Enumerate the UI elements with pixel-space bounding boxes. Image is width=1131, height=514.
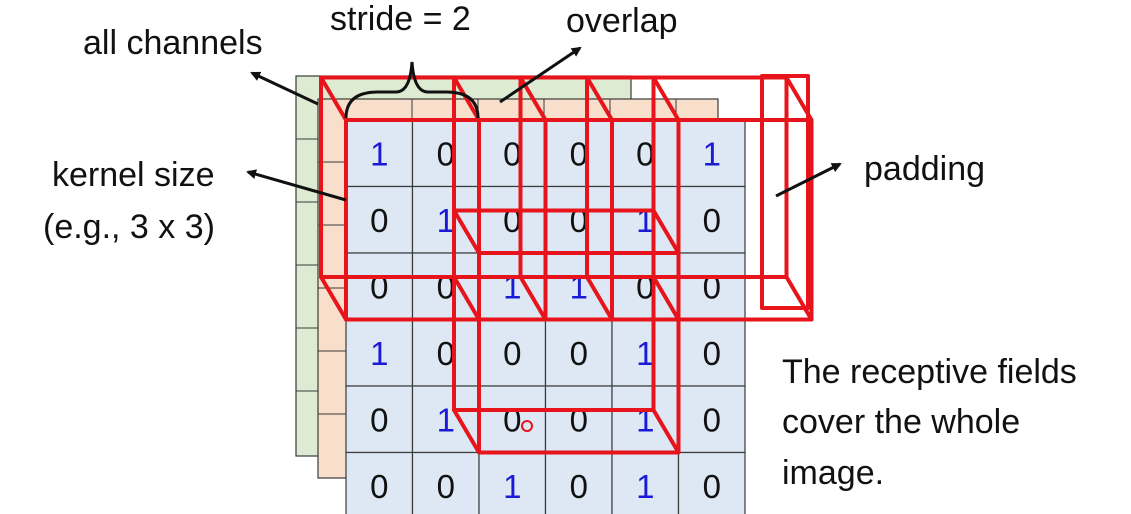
kernel-field-padding (585, 75, 814, 322)
receptive-fields-line3: image. (782, 454, 884, 492)
grid-cell (345, 185, 414, 254)
grid-cell (411, 451, 480, 514)
grid-cell-value: 0 (570, 468, 588, 505)
grid-cell (478, 185, 547, 254)
grid-cell (544, 252, 613, 321)
grid-cell-value: 0 (437, 135, 455, 172)
grid-cell (611, 451, 680, 514)
receptive-fields-line2: cover the whole (782, 403, 1020, 441)
grid-cell-value: 0 (703, 202, 721, 239)
grid-cell (345, 451, 414, 514)
grid-cell-value: 0 (636, 135, 654, 172)
grid-cell (677, 185, 746, 254)
annotation-arrows (246, 46, 842, 202)
grid-cell-value: 0 (503, 135, 521, 172)
stride-label: stride = 2 (330, 0, 471, 38)
kernel-size-label: kernel size (52, 156, 215, 194)
receptive-fields-line1: The receptive fields (782, 353, 1077, 391)
grid-cell-value: 1 (636, 468, 654, 505)
grid-cell (611, 119, 680, 188)
grid-cell (411, 185, 480, 254)
grid-cell-value: 1 (437, 202, 455, 239)
padding-label: padding (864, 150, 985, 188)
stride-brace (344, 61, 480, 119)
grid-cell (478, 451, 547, 514)
grid-cell (611, 185, 680, 254)
grid-cell (544, 318, 613, 387)
grid-cell-value: 0 (703, 468, 721, 505)
grid-cell-value: 0 (503, 401, 521, 438)
grid-cell-value: 0 (703, 268, 721, 305)
grid-cell (677, 385, 746, 454)
grid-cell-value: 0 (437, 335, 455, 372)
grid-cell (478, 385, 547, 454)
kernel-field-1 (452, 75, 681, 322)
kernel-field-2 (452, 208, 681, 455)
grid-cell-value: 0 (370, 468, 388, 505)
grid-cell-value: 1 (370, 135, 388, 172)
grid-cell-value: 0 (370, 268, 388, 305)
all-channels-arrow (250, 71, 319, 106)
grid-cell-value: 0 (503, 335, 521, 372)
grid-cell (677, 252, 746, 321)
grid-cell-value: 0 (570, 401, 588, 438)
grid-cell-value: 0 (703, 335, 721, 372)
grid-cell (345, 385, 414, 454)
grid-cell-value: 1 (703, 135, 721, 172)
grid-cell (677, 451, 746, 514)
kernel-size-example: (e.g., 3 x 3) (43, 208, 215, 246)
kernel-size-arrow (246, 169, 347, 202)
grid-cell-value: 0 (570, 335, 588, 372)
padding-box (760, 74, 810, 310)
overlap-arrow (499, 46, 582, 104)
cursor-dot-icon (521, 420, 533, 432)
grid-cell-value: 1 (437, 401, 455, 438)
padding-arrow (775, 162, 842, 198)
grid-cell-value: 0 (437, 468, 455, 505)
grid-cell-value: 0 (703, 401, 721, 438)
grid-cell (411, 252, 480, 321)
grid-cell-value: 0 (570, 135, 588, 172)
grid-cell-value: 1 (636, 335, 654, 372)
grid-cell (677, 318, 746, 387)
grid-cell-value: 1 (503, 468, 521, 505)
overlap-label: overlap (566, 2, 678, 40)
grid-cell (345, 318, 414, 387)
grid-cell (544, 185, 613, 254)
grid-cell-value: 0 (370, 401, 388, 438)
all-channels-label: all channels (83, 24, 263, 62)
grid-cell (345, 252, 414, 321)
grid-cell-value: 0 (370, 202, 388, 239)
grid-cell-value: 1 (370, 335, 388, 372)
grid-cell (345, 119, 414, 188)
